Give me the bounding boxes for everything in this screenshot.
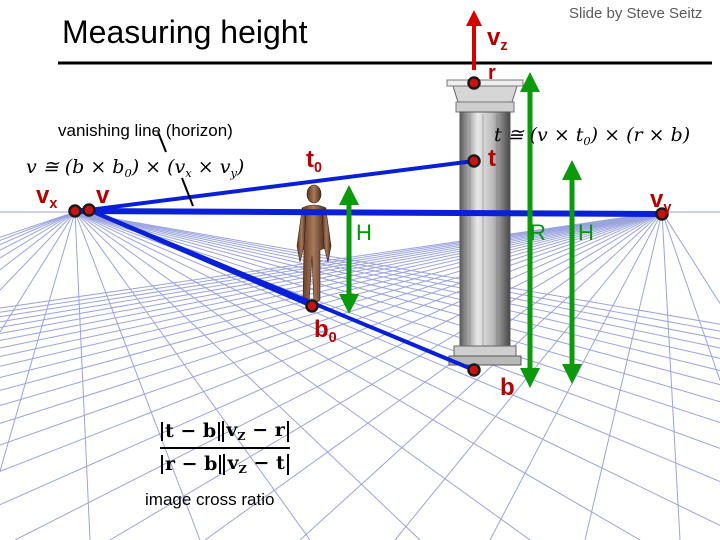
grid-line [0, 211, 663, 318]
measurement-arrows [339, 72, 582, 388]
grid-line [0, 211, 76, 271]
point-vx [68, 204, 82, 218]
label-t0: t0 [306, 146, 323, 177]
grid-line [74, 211, 720, 325]
construction-lines [72, 159, 665, 372]
point-b0 [305, 299, 319, 313]
grid-line [74, 211, 720, 359]
label-vy: vy [650, 186, 672, 217]
horizon-pointer-right [181, 177, 194, 207]
perspective-grid [0, 211, 720, 540]
grid-line [0, 211, 663, 349]
grid-line [0, 211, 663, 391]
label-r: r [488, 62, 496, 84]
horizon-label: vanishing line (horizon) [58, 121, 233, 140]
grid-line [661, 211, 681, 540]
label-r-height: R [530, 220, 546, 245]
grid-line [661, 211, 720, 381]
grid-line [0, 211, 663, 358]
formula-v: v ≅ (b × b0) × (vx × vy) [26, 156, 245, 180]
point-b [467, 363, 481, 377]
grid-line [14, 211, 663, 540]
grid-line [0, 211, 663, 367]
grid-line [0, 211, 76, 259]
point-vy [655, 207, 669, 221]
label-b: b [500, 374, 515, 401]
grid-line [74, 211, 641, 540]
grid-line [0, 211, 663, 472]
line-v-t [87, 159, 476, 212]
grid-line [0, 211, 663, 424]
column [446, 79, 524, 366]
grid-line [0, 211, 663, 309]
point-v [82, 203, 96, 217]
grid-line [74, 211, 720, 386]
grid-line [74, 211, 720, 349]
grid-line [204, 211, 663, 540]
point-r [467, 76, 481, 90]
grid-line [0, 211, 76, 333]
label-v: v [96, 182, 110, 209]
grid-line [0, 211, 76, 291]
grid-line [74, 211, 531, 540]
point-t [467, 154, 481, 168]
label-vz: vz [487, 24, 508, 55]
cross-ratio-numerator: t − b vZ − r [160, 418, 290, 445]
label-h-left: H [356, 220, 372, 245]
slide-title: Measuring height [62, 14, 308, 50]
grid-line [74, 211, 201, 540]
grid-line [0, 211, 76, 241]
grid-line [74, 211, 311, 540]
grid-line [74, 211, 720, 403]
grid-line [0, 211, 663, 378]
grid-line [74, 211, 720, 340]
grid-line [299, 211, 663, 540]
cross-ratio-caption: image cross ratio [145, 490, 275, 509]
formula-t: t ≅ (v × t0) × (r × b) [494, 124, 691, 148]
grid-line [584, 211, 663, 540]
label-vx: vx [36, 182, 58, 213]
label-b0: b0 [314, 316, 337, 347]
person-figure [296, 184, 332, 305]
grid-line [0, 211, 663, 341]
grid-line [661, 211, 720, 304]
key-points [68, 76, 669, 377]
grid-line [0, 211, 76, 251]
grid-line [74, 211, 720, 371]
grid-line [0, 211, 663, 506]
grid-line [0, 211, 76, 238]
slide-credit: Slide by Steve Seitz [569, 5, 703, 22]
grid-line [74, 211, 720, 526]
grid-line [74, 211, 91, 540]
grid-line [0, 211, 663, 446]
grid-line [0, 211, 76, 472]
grid-line [0, 211, 76, 246]
grid-line [74, 211, 421, 540]
horizon-pointer-left [157, 131, 167, 153]
grid-line [74, 211, 720, 482]
cross-ratio-denominator: r − b vZ − t [160, 451, 290, 478]
fraction-bar [160, 447, 290, 449]
line-v-b [87, 208, 476, 372]
grid-line [74, 211, 720, 332]
grid-line [0, 211, 663, 335]
label-h-right: H [578, 220, 594, 245]
label-t: t [488, 145, 496, 172]
cross-ratio-formula: t − b vZ − r r − b vZ − t [160, 418, 290, 478]
